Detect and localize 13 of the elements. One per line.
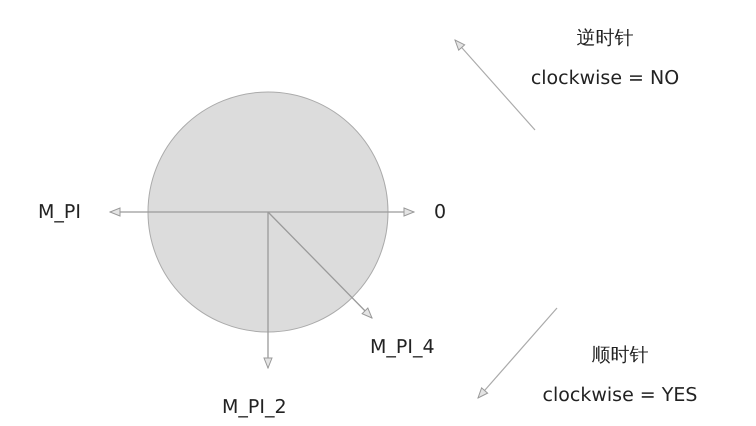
direction-label: 顺时针 [592, 344, 648, 366]
direction-label: 逆时针 [576, 27, 634, 49]
arrow [268, 212, 372, 318]
angle-label: 0 [434, 201, 446, 223]
angle-label: M_PI_4 [370, 336, 435, 358]
arrow [264, 212, 272, 368]
direction-label: clockwise = YES [542, 384, 698, 406]
arrow [268, 208, 414, 216]
angle-label: M_PI [38, 201, 81, 223]
angle-label: M_PI_2 [222, 396, 287, 418]
direction-label: clockwise = NO [530, 67, 680, 89]
arrow [110, 208, 268, 216]
circle [148, 92, 388, 332]
